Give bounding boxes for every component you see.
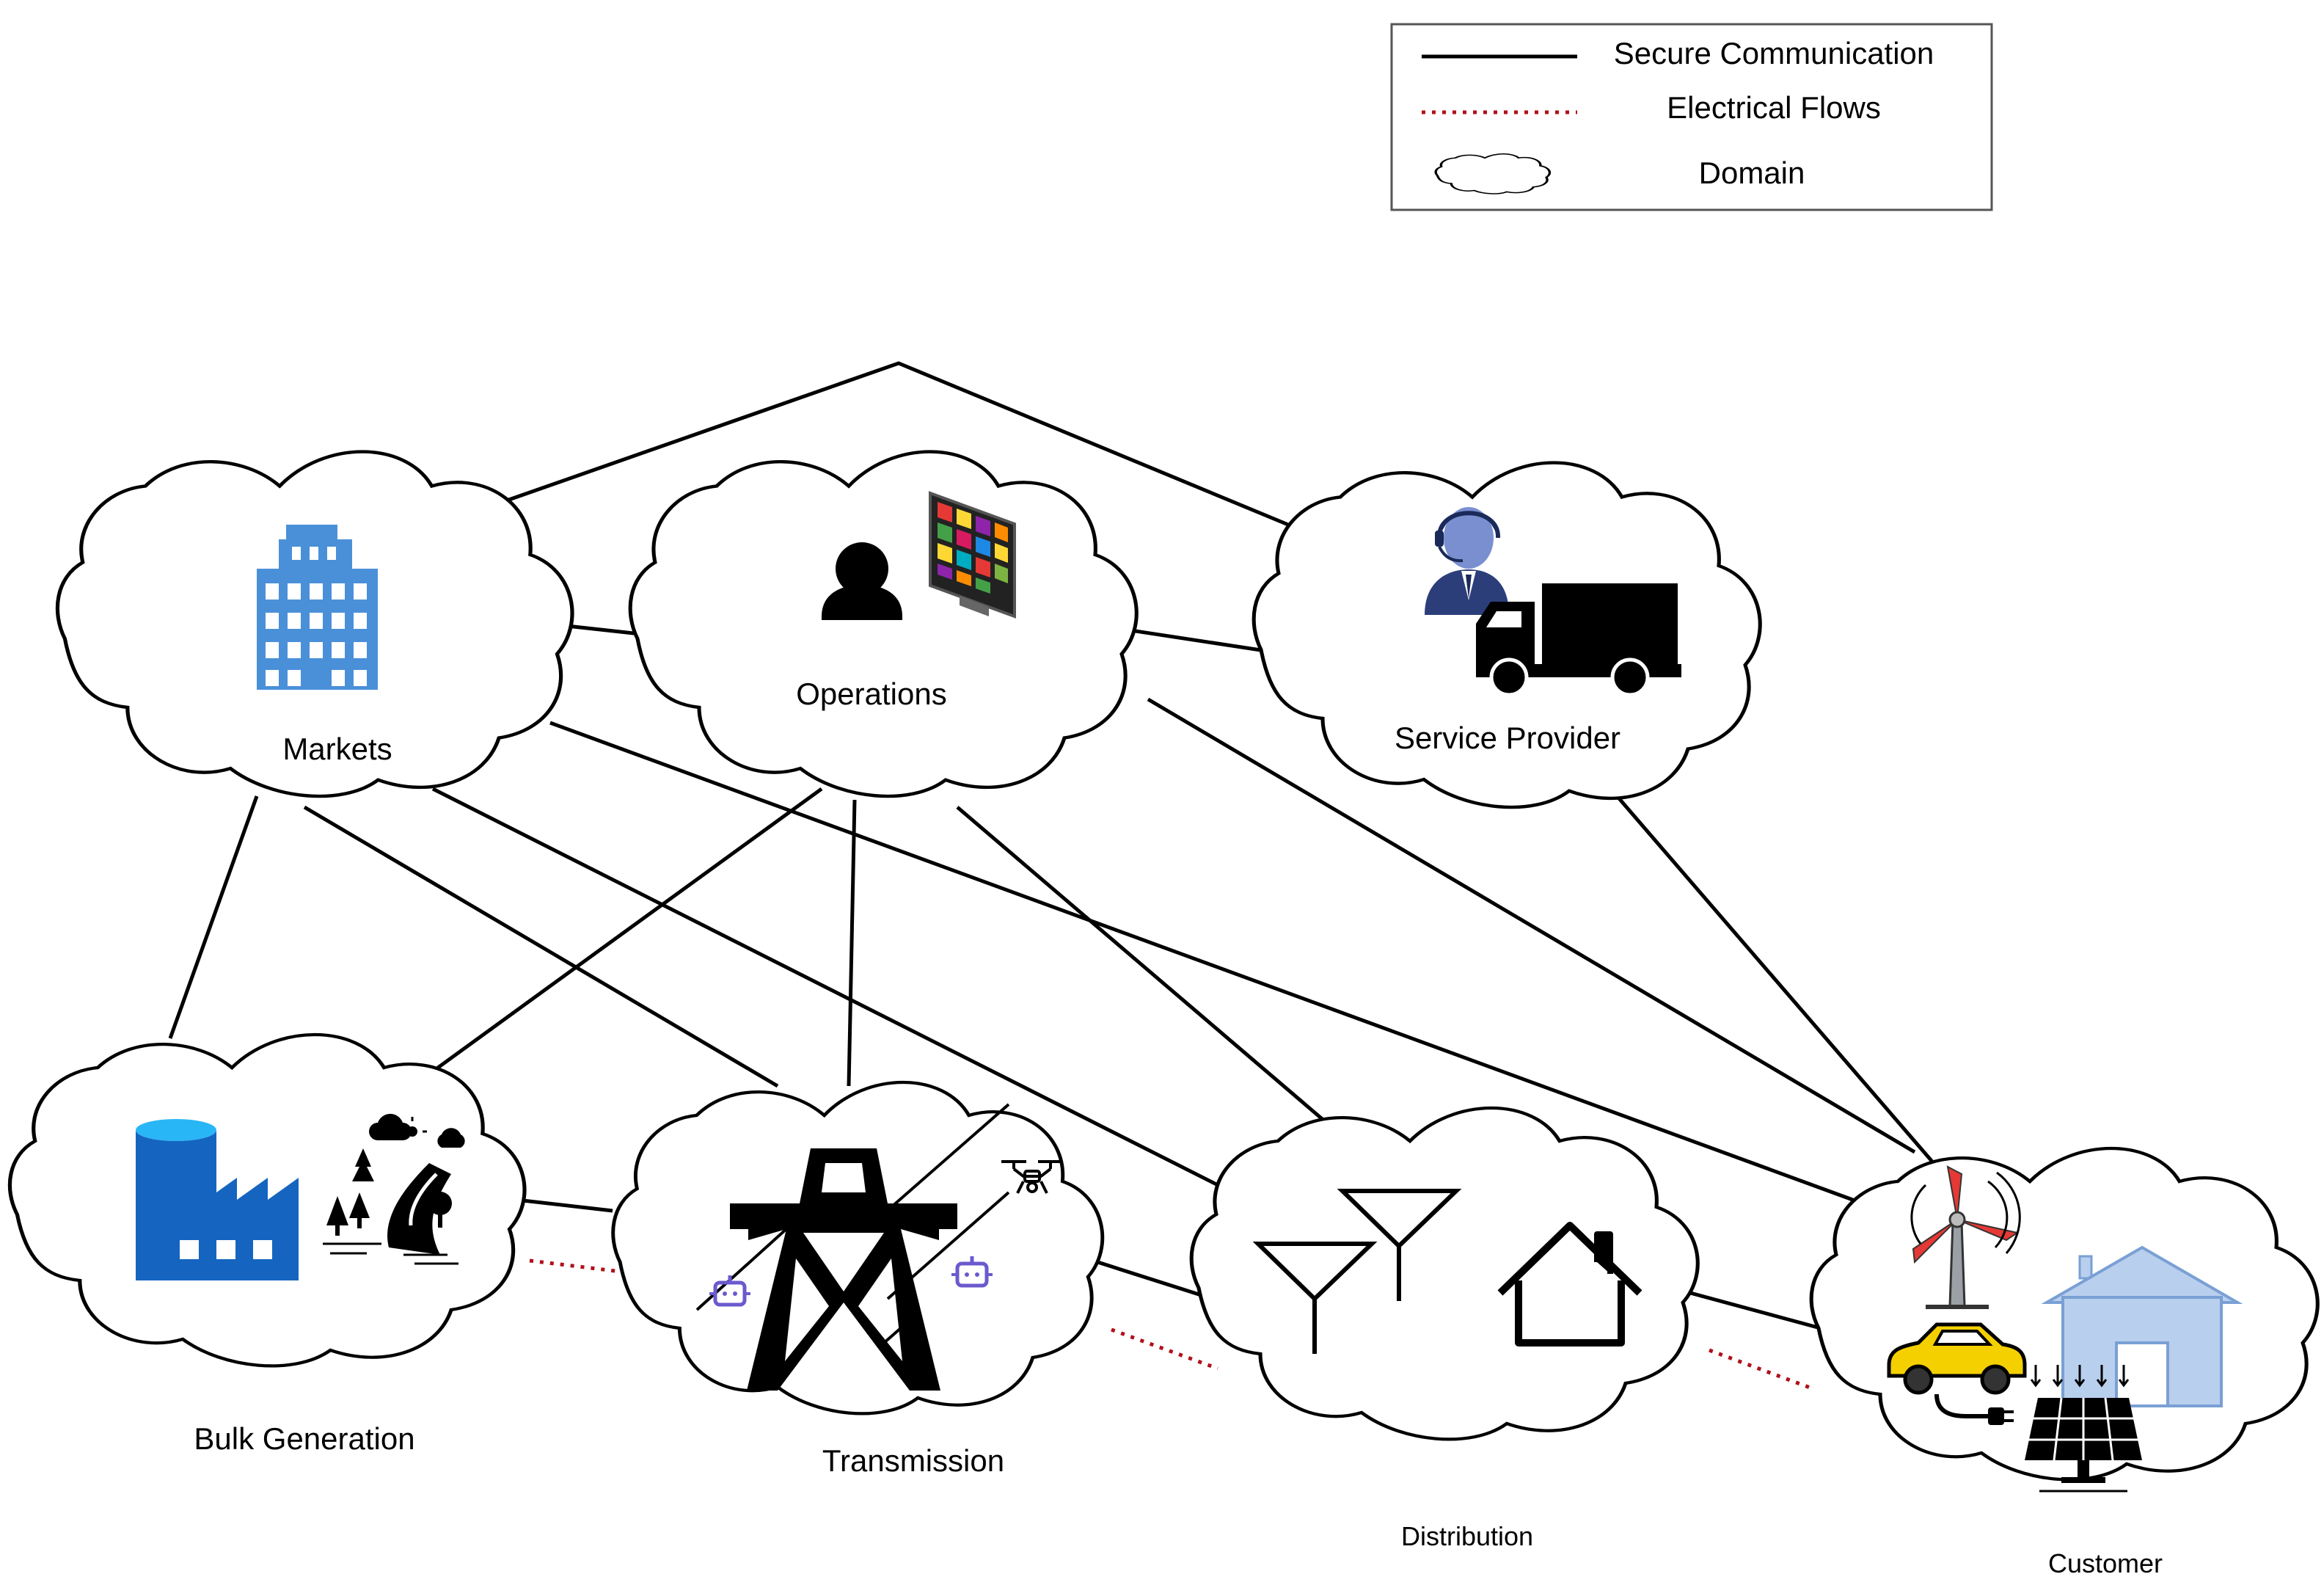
control-monitor-icon [929, 491, 1016, 619]
operator-person-icon [822, 542, 902, 620]
distribution-label: Distribution [1401, 1521, 1533, 1551]
customer-label: Customer [2048, 1548, 2163, 1578]
inspection-robot-icon [951, 1256, 993, 1288]
legend-secure-communication-label: Secure Communication [1614, 36, 1934, 70]
comm-markets-service-provider [504, 361, 1298, 531]
comm-operations-distribution [956, 806, 1337, 1132]
support-agent-icon [1425, 507, 1509, 615]
comm-markets-customer [549, 721, 1893, 1217]
operations-label: Operations [796, 677, 946, 711]
house-icon [2041, 1245, 2243, 1407]
power-plant-icon [136, 1119, 299, 1280]
flow-bulk-transmission [529, 1258, 665, 1279]
inspection-robot-icon [709, 1275, 750, 1307]
comm-operations-bulk [431, 787, 823, 1074]
legend: Secure Communication Electrical Flows Do… [1392, 23, 1993, 210]
solar-panel-icon [2025, 1365, 2142, 1493]
flow-transmission-distribution [1111, 1327, 1218, 1371]
hydro-landscape-icon [323, 1113, 465, 1265]
comm-operations-customer [1147, 697, 1916, 1154]
comm-service-provider-customer [1612, 791, 1938, 1168]
wind-turbine-icon [1910, 1165, 2021, 1309]
antenna-icon [1252, 1242, 1378, 1354]
electrical-flows [529, 1258, 1813, 1391]
electric-car-icon [1887, 1322, 2027, 1425]
antenna-icon [1337, 1189, 1462, 1301]
flow-distribution-customer [1709, 1348, 1813, 1391]
legend-domain-swatch [1436, 154, 1549, 194]
home-icon [1497, 1222, 1642, 1347]
legend-domain-label: Domain [1699, 156, 1805, 190]
operations-cloud [630, 452, 1136, 796]
comm-markets-distribution [431, 787, 1234, 1195]
transmission-label: Transmission [822, 1443, 1004, 1478]
truck-icon [1476, 583, 1681, 697]
legend-electrical-flows-label: Electrical Flows [1667, 90, 1881, 125]
office-building-icon [257, 525, 378, 690]
bulk-generation-label: Bulk Generation [194, 1421, 414, 1456]
comm-markets-bulk [168, 795, 259, 1039]
comm-operations-service-provider [1111, 625, 1281, 655]
drone-icon [1001, 1160, 1063, 1194]
service-provider-label: Service Provider [1395, 721, 1620, 755]
comm-operations-transmission [847, 799, 857, 1087]
markets-label: Markets [282, 732, 392, 766]
transmission-tower-icon [695, 1103, 1010, 1391]
comm-markets-transmission [303, 805, 779, 1088]
